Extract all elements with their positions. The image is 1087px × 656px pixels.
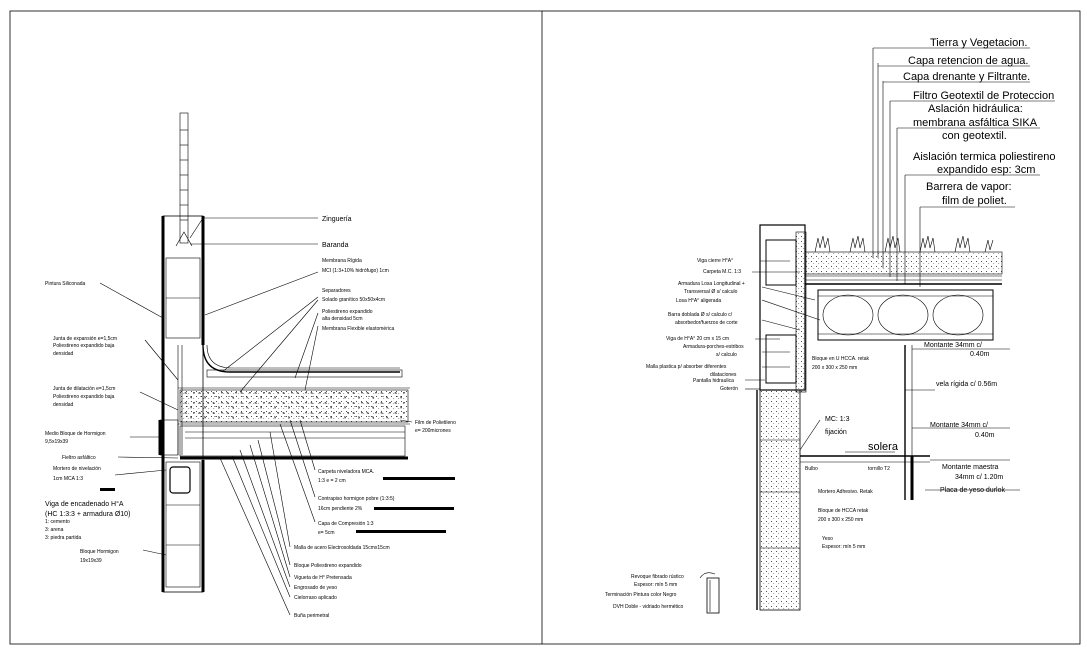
label-medio-bloque: Medio Bloque de Hormigon (45, 431, 106, 437)
label-montante-1-sep: 0.40m (970, 351, 990, 358)
label-con-geotextil: con geotextil. (942, 130, 1007, 142)
label-poliestireno-espesor: expandido esp: 3cm (937, 164, 1035, 176)
label-junta-expansion-densidad: densidad (53, 351, 74, 357)
label-capa-compresion: Capa de Compresión 1:3 (318, 521, 374, 527)
label-dvh: DVH Doble - vidriado hermético (613, 604, 684, 610)
label-solado-granitico: Solado granítico 50x50x4cm (322, 297, 385, 303)
label-membrana-rigida: Membrana Rígida (322, 258, 362, 264)
label-capa-drenante: Capa drenante y Filtrante. (903, 71, 1030, 83)
label-mci: MCI (1:3+10% hidrófugo) 1cm (322, 268, 389, 274)
label-montante-2: Montante 34mm c/ (930, 422, 988, 429)
label-cielorraso: Cielorraso aplicado (294, 595, 337, 601)
label-viga-ha: Viga de H°A° 20 cm x 15 cm (666, 336, 729, 342)
sheet-border (9, 10, 1081, 645)
label-pintura-siliconada: Pintura Siliconada (45, 281, 86, 287)
label-mortero-nivelacion: Mortero de nivelación (53, 466, 101, 472)
label-tierra-vegetacion: Tierra y Vegetacion. (930, 37, 1027, 49)
label-armadura-transversal: Transversal Ø s/ calculo (684, 289, 738, 295)
label-viga-encadenado: Viga de encadenado H°A (45, 500, 124, 508)
label-yeso: Yeso (822, 536, 833, 542)
label-film-polietileno: Film de Polietileno (415, 420, 456, 426)
label-engrosado-yeso: Engrosado de yeso (294, 585, 337, 591)
label-viga-cierre: Viga cierre H°A° (697, 258, 733, 264)
label-contrapiso: Contrapiso hormigon pobre (1:3:5) (318, 496, 395, 502)
label-bloque-u-dim: 200 x 300 x 250 mm (812, 365, 857, 371)
label-film-poliet: film de poliet. (942, 195, 1007, 207)
label-carpeta: Carpeta niveladora MCA. (318, 469, 374, 475)
label-montante-maestra: Montante maestra (942, 464, 999, 471)
label-bloque-hormigon-dim: 19x19x39 (80, 558, 102, 564)
label-carpeta-mc: Carpeta M.C. 1:3 (703, 269, 741, 275)
label-baranda: Baranda (322, 242, 349, 249)
label-solera: solera (868, 441, 899, 453)
label-bloque-hcca-dim: 200 x 300 x 250 mm (818, 517, 863, 523)
label-junta-expansion: Junta de expansión e=1,5cm (53, 336, 117, 342)
label-cemento: 1: cemento (45, 519, 70, 525)
label-vela-rigida: vela rígida c/ 0.56m (936, 381, 997, 388)
label-medio-bloque-dim: 9,5x19x39 (45, 439, 68, 445)
label-mortero-adhesivo: Mortero Adhesivo. Retak (818, 489, 873, 495)
label-armadura-porches: Armadura-porches-estribos (683, 344, 744, 350)
label-arena: 3: arena (45, 527, 64, 533)
left-detail-drawing (99, 112, 455, 616)
label-zingueria: Zinguería (322, 216, 352, 223)
label-bloque-hormigon: Bloque Hormigon (80, 549, 119, 555)
label-aislacion-hidraulica: Aslación hidráulica: (928, 103, 1023, 115)
label-poliestireno: Poliestireno expandido (322, 309, 373, 315)
label-malla-plastica: Malla plastica p/ absorber diferentes (646, 364, 727, 370)
label-mortero-mca: 1cm MCA 1:3 (53, 476, 83, 482)
label-bulbo: Bulbo (805, 466, 818, 472)
label-filtro-geotextil: Filtro Geotextil de Proteccion (913, 90, 1054, 102)
label-pantalla-hidraulica: Pantalla hidraulica (693, 378, 734, 384)
right-detail-drawing (699, 47, 1055, 614)
label-capa-compresion-espesor: e= 5cm (318, 530, 335, 536)
label-separadores: Separadores (322, 288, 351, 294)
label-barrera-vapor: Barrera de vapor: (926, 181, 1012, 193)
label-fijacion: fijación (825, 429, 847, 436)
label-contrapiso-pendiente: 16cm pendiente 2% (318, 506, 363, 512)
label-membrana-flexible: Membrana Flexible elastomérica (322, 326, 394, 332)
label-revoque-espesor: Espesor: mín 5 mm (634, 582, 677, 588)
label-junta-expansion-material: Poliestireno expandido baja (53, 343, 115, 349)
label-revoque-fibrado: Revoque fibrado rústico (631, 574, 684, 580)
label-junta-dilatacion-material: Poliestireno expandido baja (53, 394, 115, 400)
label-aislacion-termica: Aislación termica poliestireno (913, 151, 1055, 163)
label-montante-2-sep: 0.40m (975, 432, 995, 439)
label-absorbedor: absorbedor/fuerzos de corte (675, 320, 738, 326)
label-bloque-u: Bloque en U HCCA. retak (812, 356, 869, 362)
label-mc-13: MC: 1:3 (825, 416, 850, 423)
label-armadura-losa: Armadura Losa Longitudinal + (678, 281, 745, 287)
label-membrana-sika: membrana asfáltica SIKA (913, 117, 1038, 129)
label-montante-maestra-sep: 34mm c/ 1.20m (955, 474, 1003, 481)
label-montante-1: Montante 34mm c/ (924, 342, 982, 349)
label-bloque-hcca: Bloque de HCCA retak (818, 508, 869, 514)
label-junta-dilatacion-densidad: densidad (53, 402, 74, 408)
label-losa-aligerada: Losa H°A° aligerada (676, 298, 721, 304)
label-yeso-espesor: Espesor: mín 5 mm (822, 544, 865, 550)
label-barra-doblada: Barra doblada Ø s/ calculo c/ (668, 312, 733, 318)
label-armadura-calculo: s/ calculo (716, 352, 737, 358)
label-buna-perimetral: Buña perimetral (294, 613, 329, 619)
label-terminacion-pintura: Terminación Pintura color Negro (605, 592, 677, 598)
label-placa-yeso: Placa de yeso durlok (940, 487, 1005, 494)
label-malla-acero: Malla de acero Electrosoldada 15cmx15cm (294, 545, 390, 551)
label-film-espesor: e= 200micrones (415, 428, 451, 434)
label-fieltro-asfaltico: Fieltro asfáltico (62, 455, 96, 461)
label-bloque-poliestireno: Bloque Poliestireno expandido (294, 563, 362, 569)
label-carpeta-espesor: 1:3 e = 2 cm (318, 478, 346, 484)
label-piedra-partida: 3: piedra partida (45, 535, 81, 541)
label-junta-dilatacion: Junta de dilatación e=1,5cm (53, 386, 115, 392)
label-goteron: Goterón (720, 386, 738, 392)
label-vigueta: Vigueta de H° Pretensada (294, 575, 352, 581)
label-viga-encadenado-dosaje: (HC 1:3:3 + armadura Ø10) (45, 511, 130, 518)
label-capa-retencion: Capa retencion de agua. (908, 55, 1028, 67)
label-alta-densidad: alta densidad 5cm (322, 316, 363, 322)
label-tornillo: tornillo T2 (868, 466, 890, 472)
label-dilataciones: dilataciones (710, 372, 737, 378)
